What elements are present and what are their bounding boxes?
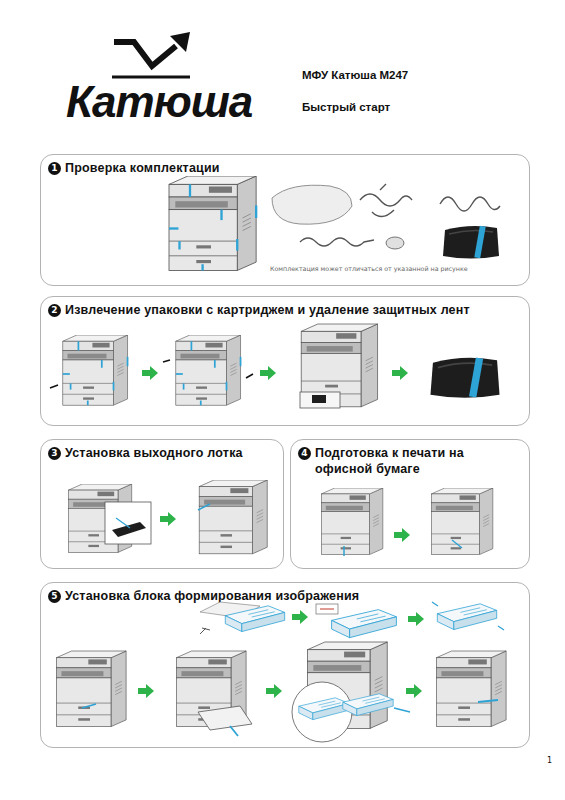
- unpacking-illustration: [392, 366, 408, 380]
- callout-number: 1: [48, 162, 61, 175]
- section-heading: Установка выходного лотка: [65, 445, 280, 461]
- callout-number: 2: [48, 304, 61, 317]
- logo-mark: [112, 76, 190, 79]
- unpacking-illustration: [301, 324, 377, 407]
- contents-illustration: [443, 226, 499, 259]
- contents-illustration: [272, 185, 352, 224]
- output-tray-illustration: [112, 522, 146, 537]
- imaging-unit-illustration: [320, 609, 334, 610]
- note-text: Комплектация может отличаться от указанн…: [270, 265, 468, 272]
- output-tray-illustration: [105, 502, 151, 544]
- section-heading: Подготовка к печати на офисной бумаге: [315, 445, 525, 477]
- step-section: Подготовка к печати на офисной бумаге 4: [290, 439, 530, 569]
- brand-logo: Катюша: [66, 78, 252, 126]
- section-heading: Извлечение упаковки с картриджем и удале…: [65, 302, 525, 318]
- logo-mark: [112, 32, 190, 77]
- imaging-unit-illustration: [394, 708, 410, 712]
- contents-illustration: [440, 197, 500, 211]
- section-heading: Установка блока формирования изображения: [65, 588, 505, 604]
- contents-illustration: [360, 184, 412, 217]
- unpacking-illustration: [50, 360, 253, 388]
- imaging-unit-illustration: [299, 698, 349, 720]
- imaging-unit-illustration: [436, 651, 506, 727]
- page-number: 1: [547, 756, 552, 765]
- step-section: Установка блока формирования изображения…: [40, 582, 530, 748]
- imaging-unit-illustration: [82, 704, 96, 708]
- document-title: МФУ Катюша М247: [302, 69, 408, 81]
- logo-mark: [170, 32, 190, 52]
- imaging-unit-illustration: [478, 700, 498, 702]
- imaging-unit-illustration: [230, 726, 238, 736]
- imaging-unit-illustration: [437, 604, 496, 630]
- imaging-unit-illustration: [266, 684, 282, 698]
- step-number: 1: [48, 162, 61, 175]
- unpacking-illustration: [63, 335, 128, 405]
- unpacking-illustration: [260, 366, 276, 380]
- office-paper-illustration: [452, 540, 462, 548]
- imaging-unit-illustration: [138, 684, 154, 698]
- imaging-unit-illustration: [308, 642, 388, 728]
- output-tray-illustration: [69, 480, 268, 554]
- imaging-unit-illustration: [200, 628, 210, 634]
- imaging-unit-illustration: [198, 706, 252, 730]
- section-heading: Проверка комплектации: [65, 160, 505, 176]
- imaging-unit-illustration: [432, 602, 504, 630]
- logo-mark: [114, 42, 176, 66]
- office-paper-illustration: [343, 546, 345, 556]
- office-paper-illustration: [321, 488, 492, 556]
- unpacking-illustration: [246, 374, 253, 378]
- unpacking-illustration: [430, 357, 499, 397]
- imaging-unit-illustration: [343, 694, 393, 716]
- unpacking-illustration: [300, 392, 340, 408]
- office-paper-illustration: [321, 488, 382, 555]
- unpacking-illustration: [312, 395, 326, 403]
- callout-number: 3: [48, 447, 61, 460]
- contents-illustration: [300, 238, 374, 246]
- output-tray-illustration: [198, 504, 210, 510]
- callout-number: 4: [298, 447, 311, 460]
- output-tray-illustration: [160, 512, 176, 526]
- step-number: 3: [48, 447, 61, 460]
- step-number: 4: [298, 447, 311, 460]
- step-section: Установка выходного лотка 3: [40, 439, 284, 569]
- document-subtitle: Быстрый старт: [302, 101, 390, 113]
- unpacking-illustration: [142, 366, 158, 380]
- output-tray-illustration: [69, 484, 132, 552]
- office-paper-illustration: [431, 488, 492, 555]
- imaging-unit-illustration: [56, 651, 126, 727]
- contents-illustration: [169, 176, 256, 271]
- step-number: 5: [48, 590, 61, 603]
- imaging-unit-illustration: [406, 684, 422, 698]
- office-paper-illustration: [394, 528, 410, 542]
- output-tray-illustration: [199, 480, 267, 554]
- imaging-unit-illustration: [292, 610, 308, 624]
- imaging-unit-illustration: [56, 602, 506, 742]
- output-tray-illustration: [116, 518, 130, 528]
- unpacking-illustration: [50, 324, 500, 408]
- unpacking-illustration: [50, 385, 58, 388]
- imaging-unit-illustration: [176, 651, 246, 727]
- imaging-unit-illustration: [332, 610, 397, 638]
- imaging-unit-illustration: [316, 604, 338, 614]
- imaging-unit-illustration: [200, 602, 260, 618]
- imaging-unit-illustration: [408, 612, 424, 626]
- contents-illustration: [386, 237, 404, 249]
- callout-number: 5: [48, 590, 61, 603]
- step-section: Извлечение упаковки с картриджем и удале…: [40, 296, 530, 426]
- unpacking-illustration: [163, 360, 170, 362]
- imaging-unit-illustration: [225, 606, 284, 632]
- contents-illustration: [169, 176, 500, 271]
- step-number: 2: [48, 304, 61, 317]
- imaging-unit-illustration: [292, 682, 352, 742]
- unpacking-illustration: [176, 335, 241, 405]
